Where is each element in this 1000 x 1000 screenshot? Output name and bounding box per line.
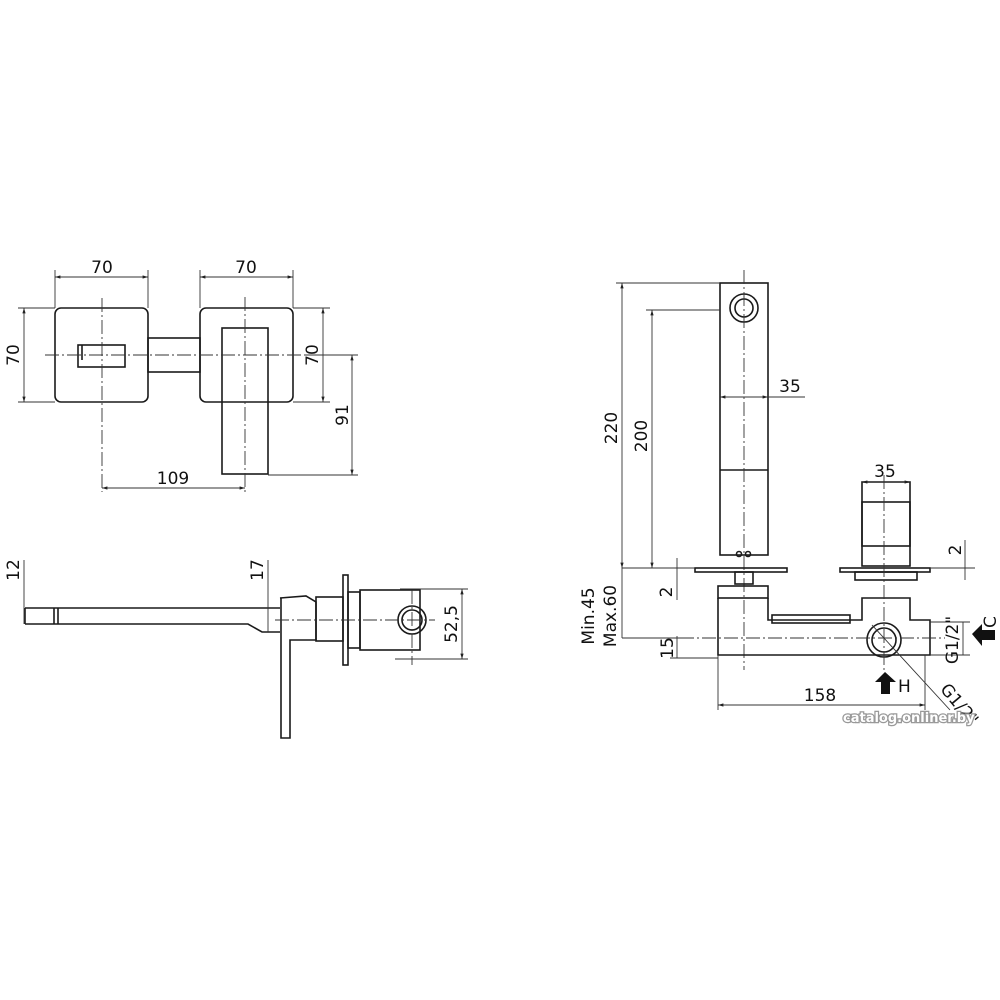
dim-flange-right: 2	[946, 545, 966, 556]
dim-spout-height: 12	[4, 559, 24, 581]
dim-length: 158	[804, 686, 836, 706]
top-view: 70 70 70 70 109 91	[4, 258, 358, 492]
dim-left-width: 70	[91, 258, 113, 278]
dim-left-height: 70	[4, 344, 24, 366]
dim-flange-left: 2	[657, 587, 677, 598]
hot-label: H	[898, 677, 911, 697]
hot-arrow-icon	[875, 672, 896, 694]
dim-centers: 109	[157, 469, 189, 489]
thread-cold: G1/2"	[943, 616, 963, 664]
valve-cartridge	[861, 481, 911, 567]
dim-spout-end: 17	[248, 559, 268, 581]
cold-label: C	[981, 616, 1000, 628]
dim-max-depth: Max.60	[601, 585, 621, 647]
lever-body	[279, 595, 317, 739]
front-view: 220 200 35 35 2 2 Min.45 Max.60 15 158 G…	[579, 270, 1000, 730]
dim-spout-height: 200	[632, 420, 652, 452]
cold-arrow-icon	[972, 624, 995, 646]
spout-outlet	[77, 344, 126, 368]
concealed-body	[717, 597, 931, 656]
dim-min-depth: Min.45	[579, 587, 599, 644]
dim-spout-width: 35	[779, 377, 801, 397]
watermark: catalog.onliner.by	[843, 711, 975, 726]
dim-handle-depth: 91	[333, 404, 353, 426]
dim-right-width: 70	[235, 258, 257, 278]
dim-body-depth: 52,5	[442, 605, 462, 643]
dim-offset: 15	[658, 637, 678, 659]
spout	[24, 607, 280, 633]
dim-valve-width: 35	[874, 462, 896, 482]
side-view: 12 17 52,5	[4, 559, 468, 739]
dim-total-height: 220	[602, 412, 622, 444]
